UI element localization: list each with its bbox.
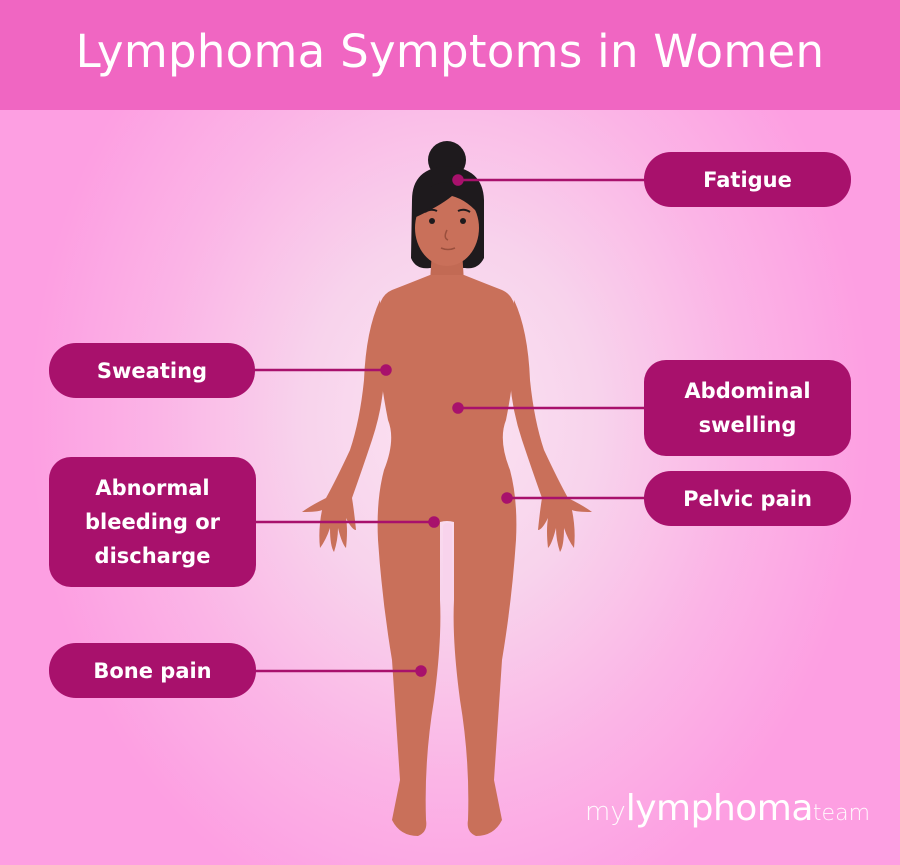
symptom-label-line: Abdominal xyxy=(684,379,811,403)
symptom-label: Fatigue xyxy=(703,167,792,192)
symptom-label-line: Abnormal xyxy=(95,476,210,500)
title-banner: Lymphoma Symptoms in Women xyxy=(0,0,900,110)
symptom-label-line: swelling xyxy=(698,413,797,437)
logo-team: team xyxy=(812,801,870,826)
symptom-label: Pelvic pain xyxy=(683,486,812,511)
symptom-fatigue: Fatigue xyxy=(644,152,851,207)
logo-my: my xyxy=(585,797,626,827)
symptom-bone-pain: Bone pain xyxy=(49,643,256,698)
connector-lines xyxy=(252,174,648,677)
symptom-label: Sweating xyxy=(96,358,208,383)
symptom-sweating: Sweating xyxy=(49,343,255,398)
symptom-abdominal-swelling: Abdominal swelling xyxy=(644,360,851,456)
page-title: Lymphoma Symptoms in Women xyxy=(75,24,825,78)
mylymphomateam-logo: my lymphoma team xyxy=(585,788,870,829)
symptom-label-line: discharge xyxy=(94,544,211,568)
logo-brand: lymphoma xyxy=(625,788,814,829)
woman-figure xyxy=(302,141,592,836)
symptom-abnormal-bleeding: Abnormal bleeding or discharge xyxy=(49,457,256,587)
symptom-pelvic-pain: Pelvic pain xyxy=(644,471,851,526)
symptom-label-line: bleeding or xyxy=(84,510,221,534)
symptom-label: Bone pain xyxy=(93,658,212,683)
